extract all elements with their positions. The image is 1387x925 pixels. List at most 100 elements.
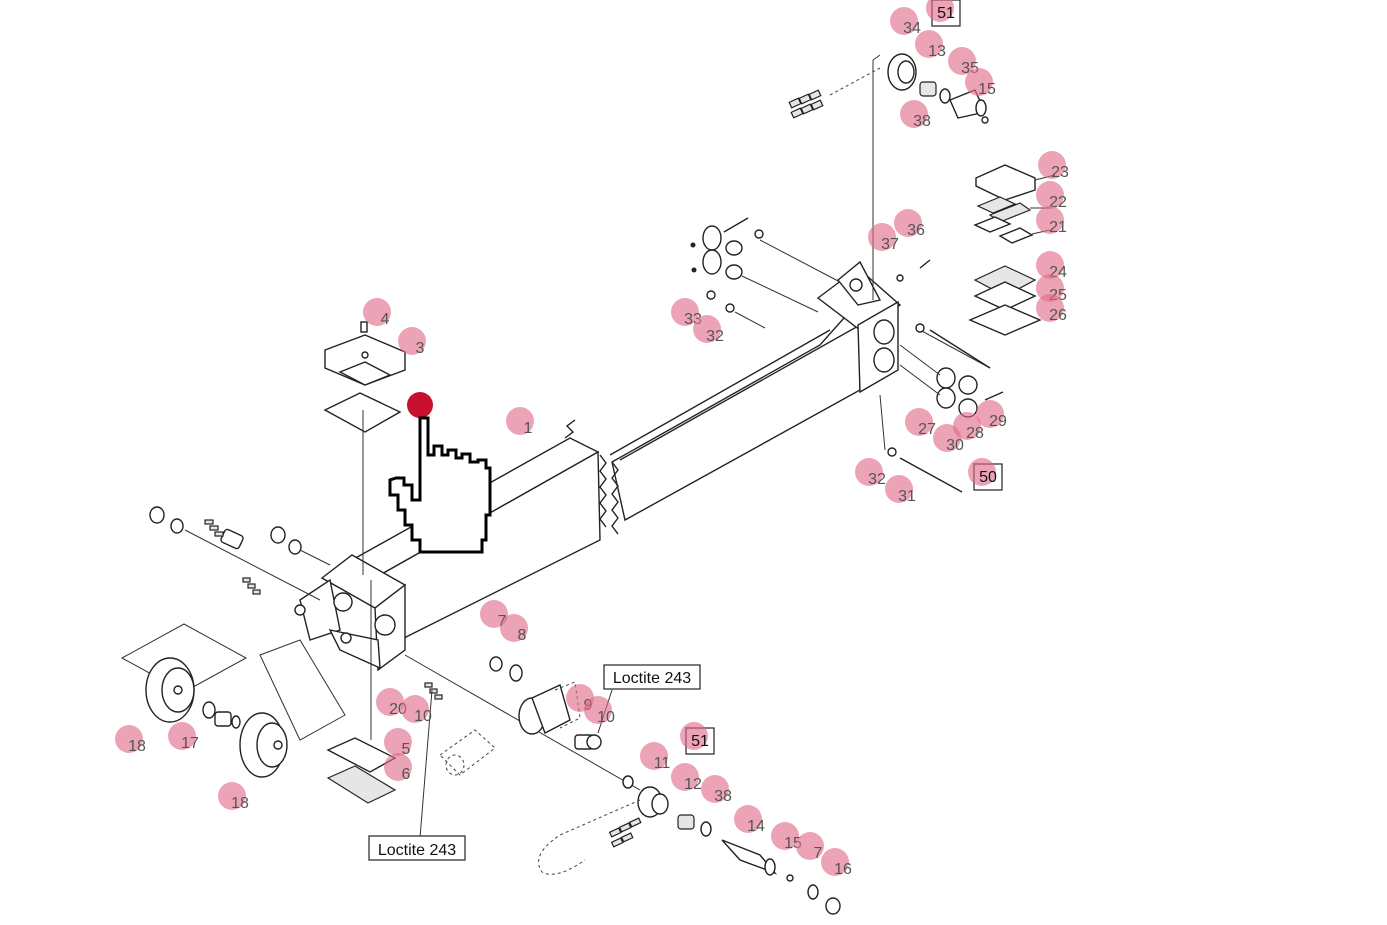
callout-hotspot-marker[interactable] bbox=[1036, 251, 1064, 279]
callout-hotspot-marker[interactable] bbox=[363, 298, 391, 326]
callout-c38a[interactable]: 38 bbox=[900, 100, 931, 130]
callout-hotspot-marker[interactable] bbox=[933, 424, 961, 452]
callout-label: 13 bbox=[928, 43, 946, 60]
callout-hotspot-marker[interactable] bbox=[506, 407, 534, 435]
callout-hotspot-marker[interactable] bbox=[900, 100, 928, 128]
callout-hotspot-marker[interactable] bbox=[671, 298, 699, 326]
callout-label: 5 bbox=[402, 741, 411, 758]
top-right-assembly bbox=[788, 53, 989, 300]
callout-c32b[interactable]: 32 bbox=[855, 458, 886, 488]
callout-c16[interactable]: 16 bbox=[821, 848, 852, 878]
callout-hotspot-marker[interactable] bbox=[868, 223, 896, 251]
callout-c32a[interactable]: 32 bbox=[693, 315, 724, 345]
callout-hotspot-marker[interactable] bbox=[115, 725, 143, 753]
callout-c30[interactable]: 30 bbox=[933, 424, 964, 454]
callout-label: 10 bbox=[597, 709, 615, 726]
callout-c26[interactable]: 26 bbox=[1036, 294, 1067, 324]
callout-hotspot-marker[interactable] bbox=[796, 832, 824, 860]
callout-c38b[interactable]: 38 bbox=[701, 775, 732, 805]
callout-hotspot-marker[interactable] bbox=[398, 327, 426, 355]
callout-c10b[interactable]: 10 bbox=[401, 695, 432, 725]
callout-hotspot-marker[interactable] bbox=[890, 7, 918, 35]
callout-c7b[interactable]: 7 bbox=[796, 832, 824, 862]
callout-c15a[interactable]: 15 bbox=[965, 68, 996, 98]
callout-hotspot-marker[interactable] bbox=[1036, 181, 1064, 209]
callout-hotspot-marker[interactable] bbox=[401, 695, 429, 723]
callout-hotspot-marker[interactable] bbox=[771, 822, 799, 850]
left-side-parts bbox=[120, 506, 397, 804]
callout-hotspot-marker[interactable] bbox=[500, 614, 528, 642]
callout-label: 27 bbox=[918, 421, 936, 438]
callout-c36[interactable]: 36 bbox=[894, 209, 925, 239]
callout-c29[interactable]: 29 bbox=[976, 400, 1007, 430]
callout-c18a[interactable]: 18 bbox=[115, 725, 146, 755]
callout-hotspot-marker[interactable] bbox=[926, 0, 954, 22]
callout-hotspot-marker[interactable] bbox=[905, 408, 933, 436]
callout-hotspot-marker[interactable] bbox=[701, 775, 729, 803]
callout-c1[interactable]: 1 bbox=[506, 407, 534, 437]
callout-hotspot-marker[interactable] bbox=[1036, 294, 1064, 322]
callout-hotspot-marker[interactable] bbox=[168, 722, 196, 750]
callout-label: 14 bbox=[747, 818, 765, 835]
callout-c5[interactable]: 5 bbox=[384, 728, 412, 758]
callout-hotspot-marker[interactable] bbox=[693, 315, 721, 343]
callout-c27[interactable]: 27 bbox=[905, 408, 936, 438]
note-loctite-top: Loctite 243 bbox=[603, 664, 701, 690]
callout-c13a[interactable]: 13 bbox=[915, 30, 946, 60]
callout-c37[interactable]: 37 bbox=[868, 223, 899, 253]
callout-hotspot-marker[interactable] bbox=[376, 688, 404, 716]
callout-c18b[interactable]: 18 bbox=[218, 782, 249, 812]
callout-hotspot-marker[interactable] bbox=[885, 475, 913, 503]
callout-label: 6 bbox=[402, 766, 411, 783]
callout-hotspot-marker[interactable] bbox=[1036, 206, 1064, 234]
active-hotspot[interactable] bbox=[407, 392, 433, 418]
callout-c51a[interactable]: 51 bbox=[926, 0, 961, 27]
callout-hotspot-marker[interactable] bbox=[1038, 151, 1066, 179]
callout-hotspot-marker[interactable] bbox=[968, 458, 996, 486]
callout-label: 7 bbox=[814, 845, 823, 862]
callout-c17[interactable]: 17 bbox=[168, 722, 199, 752]
callout-label: 15 bbox=[978, 81, 996, 98]
callout-hotspot-marker[interactable] bbox=[948, 47, 976, 75]
callout-hotspot-marker[interactable] bbox=[894, 209, 922, 237]
callout-c31[interactable]: 31 bbox=[885, 475, 916, 505]
callout-label: 26 bbox=[1049, 307, 1067, 324]
callout-label: 36 bbox=[907, 222, 925, 239]
callout-c11[interactable]: 11 bbox=[640, 742, 670, 772]
callout-hotspot-marker[interactable] bbox=[855, 458, 883, 486]
callout-hotspot-marker[interactable] bbox=[640, 742, 668, 770]
callout-label: 3 bbox=[416, 340, 425, 357]
callout-c4[interactable]: 4 bbox=[363, 298, 391, 328]
callout-c50[interactable]: 50 bbox=[968, 458, 1003, 491]
callout-hotspot-marker[interactable] bbox=[480, 600, 508, 628]
note-loctite-bottom-text: Loctite 243 bbox=[378, 842, 456, 859]
callout-hotspot-marker[interactable] bbox=[915, 30, 943, 58]
callout-label: 18 bbox=[231, 795, 249, 812]
callout-hotspot-marker[interactable] bbox=[584, 696, 612, 724]
callout-c6[interactable]: 6 bbox=[384, 753, 412, 783]
callout-c8[interactable]: 8 bbox=[500, 614, 528, 644]
callout-c12[interactable]: 12 bbox=[671, 763, 702, 793]
callout-c23[interactable]: 23 bbox=[1038, 151, 1069, 181]
callout-label: 10 bbox=[414, 708, 432, 725]
callout-c34[interactable]: 34 bbox=[890, 7, 921, 37]
callout-hotspot-marker[interactable] bbox=[680, 722, 708, 750]
callout-c3[interactable]: 3 bbox=[398, 327, 426, 357]
callout-hotspot-marker[interactable] bbox=[734, 805, 762, 833]
callout-hotspot-marker[interactable] bbox=[218, 782, 246, 810]
callout-c21[interactable]: 21 bbox=[1036, 206, 1067, 236]
callout-hotspot-marker[interactable] bbox=[821, 848, 849, 876]
callout-c14[interactable]: 14 bbox=[734, 805, 765, 835]
note-loctite-top-text: Loctite 243 bbox=[613, 670, 691, 687]
callout-hotspot-marker[interactable] bbox=[965, 68, 993, 96]
callout-hotspot-marker[interactable] bbox=[384, 753, 412, 781]
callout-hotspot-marker[interactable] bbox=[384, 728, 412, 756]
callout-c10a[interactable]: 10 bbox=[584, 696, 615, 726]
callout-label: 12 bbox=[684, 776, 702, 793]
callout-c35[interactable]: 35 bbox=[948, 47, 979, 77]
callout-c51b[interactable]: 51 bbox=[680, 722, 715, 755]
callout-hotspot-marker[interactable] bbox=[1036, 274, 1064, 302]
callout-hotspot-marker[interactable] bbox=[976, 400, 1004, 428]
callout-hotspot-marker[interactable] bbox=[671, 763, 699, 791]
callout-label: 38 bbox=[913, 113, 931, 130]
